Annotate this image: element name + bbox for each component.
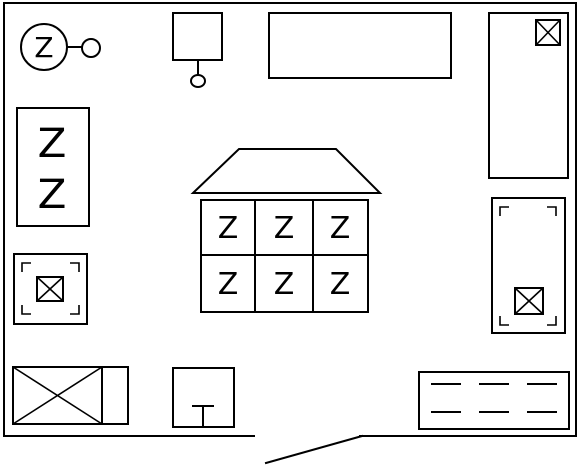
pod-glyph-2: Z [274,211,295,246]
left-stack-rect [16,107,90,227]
crossed-box-icon [36,276,64,302]
pod-glyph-6: Z [330,267,351,302]
pod-grid: Z Z Z Z Z Z [200,199,369,313]
round-unit-knob [81,38,101,58]
small-box-unit [172,12,223,88]
bottom-small-unit [172,367,235,428]
pod-glyph-5: Z [274,267,295,302]
central-roof [190,148,383,194]
small-box [172,12,223,61]
right-bracket-unit [491,197,566,334]
entrance-door [264,434,364,465]
bottom-left-rect [12,366,129,425]
wall-perimeter [3,2,577,437]
bottom-right-unit [418,371,570,430]
pod-glyph-4: Z [218,267,239,302]
crossed-box-icon [514,287,544,315]
pod-glyph-1: Z [218,211,239,246]
left-stack-unit: Z Z [16,107,90,227]
round-unit-glyph: Z [34,31,53,64]
left-square-unit [13,253,88,325]
left-stack-glyph-1: Z [38,120,67,167]
outer-walls [3,2,577,465]
top-wide-table [268,12,452,79]
bottom-right-rect [418,371,570,430]
small-box-knob [190,74,206,88]
round-unit: Z [20,23,101,71]
pod-glyph-3: Z [330,211,351,246]
left-stack-glyph-2: Z [38,171,67,218]
crossed-box-icon [535,19,561,46]
bottom-left-unit [12,366,129,425]
right-tall-unit [488,12,569,179]
